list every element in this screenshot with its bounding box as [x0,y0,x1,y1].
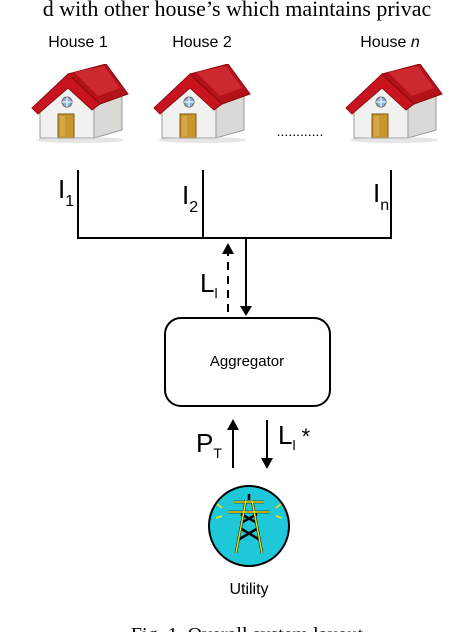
aggregator-box [164,317,331,407]
downlink-arrowhead [240,306,252,316]
current-label-2: I2 [182,180,198,216]
utility-label: Utility [229,581,268,598]
current-label-n: In [373,178,389,214]
pt-label: PT [196,428,222,461]
house-1-label: House 1 [48,34,108,51]
top-caption: d with other house’s which maintains pri… [43,0,432,21]
house-2-icon [153,64,251,144]
ll-star-arrowhead [261,458,273,469]
current-label-1: I1 [58,174,74,210]
aggregator-label: Aggregator [210,353,284,370]
house-2-label: House 2 [172,34,232,51]
load-signal-label: Ll [200,268,218,301]
figure-caption: Fig. 1. Overall system layout [131,624,364,632]
power-tower-icon [208,485,290,567]
uplink-arrowhead [222,243,234,254]
house-n-label: House n [360,34,420,51]
house-1-icon [31,64,129,144]
ellipsis: ............ [277,123,324,139]
pt-arrowhead [227,419,239,430]
ll-star-label: Ll* [278,420,311,453]
feeder-lines [77,170,392,239]
house-n-icon [345,64,443,144]
